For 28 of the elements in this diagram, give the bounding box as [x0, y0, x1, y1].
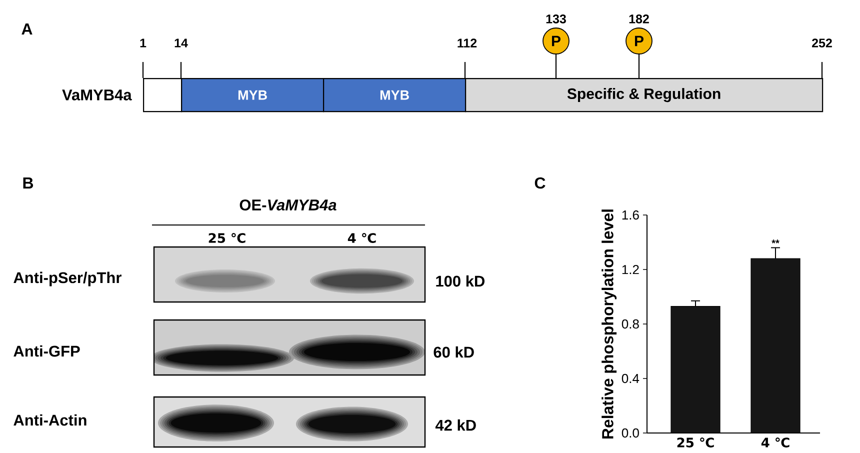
y-axis-title: Relative phosphorylation level — [602, 210, 617, 439]
panel-letter: C — [534, 177, 546, 189]
annotation: ** — [772, 240, 780, 244]
position-number: 182 — [629, 14, 649, 24]
antibody-label: Anti-GFP — [14, 345, 80, 357]
x-tick-label: 4 ℃ — [761, 438, 790, 448]
antibody-label: Anti-pSer/pThr — [14, 272, 122, 286]
y-tick-label: 0.0 — [622, 428, 639, 438]
panel-letter: B — [23, 178, 34, 188]
antibody-label: Anti-Actin — [14, 414, 86, 426]
size-label: 60 kD — [434, 346, 474, 358]
panel-letter: A — [22, 24, 32, 34]
y-tick-label: 1.6 — [622, 210, 639, 220]
size-label: 100 kD — [436, 275, 484, 287]
y-tick-label: 0.4 — [622, 374, 640, 384]
lane-label: 4 ℃ — [348, 233, 376, 243]
y-tick-label: 0.8 — [622, 319, 639, 329]
domain-box: Specific & Regulation — [465, 78, 824, 112]
position-number: 112 — [458, 38, 477, 48]
position-number: 1 — [140, 38, 146, 48]
y-tick-label: 1.2 — [622, 264, 639, 274]
group-title: OE-VaMYB4a — [240, 200, 336, 210]
position-number: 133 — [546, 14, 566, 24]
x-tick-label: 25 ℃ — [677, 438, 714, 448]
position-number: 252 — [812, 38, 832, 48]
size-label: 42 kD — [435, 419, 476, 431]
lane-label: 25 ℃ — [208, 233, 246, 243]
position-number: 14 — [174, 38, 188, 48]
